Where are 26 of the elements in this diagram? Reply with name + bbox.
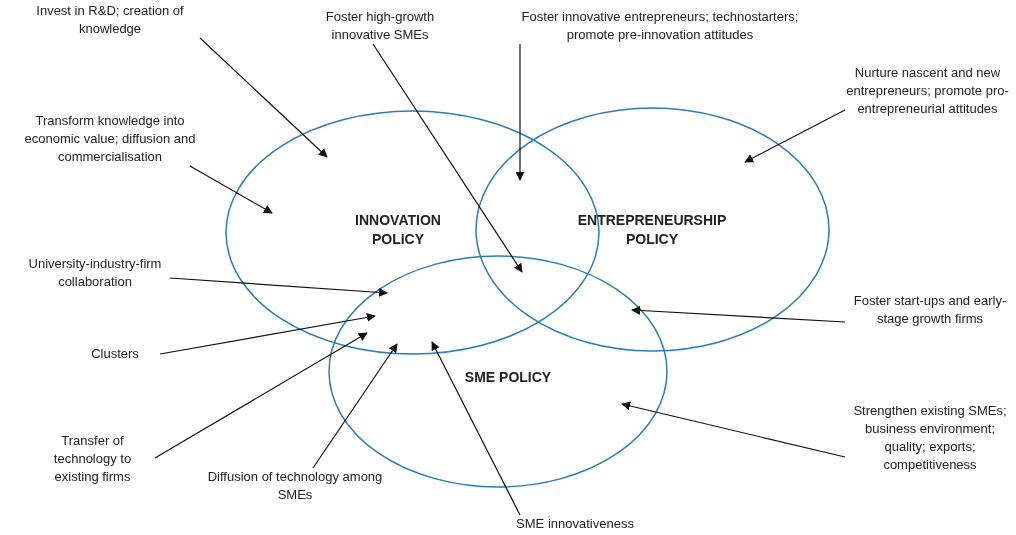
leader-arrow xyxy=(621,401,846,458)
leader-arrow xyxy=(312,343,398,469)
callout-text: Foster high-growth innovative SMEs xyxy=(305,8,455,44)
leader-arrow xyxy=(372,43,523,273)
leader-arrow xyxy=(199,37,328,158)
callout-text: Foster start-ups and early-stage growth firms xyxy=(845,292,1015,328)
callout-text: University-industry-firm collaboration xyxy=(20,255,170,291)
callout-text: Transform knowledge into economic value; diffusion and commercialisation xyxy=(20,112,200,166)
policy-label: INNOVATION POLICY xyxy=(354,211,442,249)
callout-text: Strengthen existing SMEs; business environment; quality; exports; competitiveness xyxy=(845,402,1015,474)
leader-arrow xyxy=(515,43,525,181)
leader-arrow xyxy=(631,305,846,323)
callout-text: Clusters xyxy=(70,345,160,363)
callout-text: Invest in R&D; creation of knowledge xyxy=(10,2,210,38)
callout-text: Transfer of technology to existing firms xyxy=(30,432,155,486)
policy-label: SME POLICY xyxy=(463,367,553,387)
leader-arrow xyxy=(159,313,376,355)
callout-text: Foster innovative entrepreneurs; technostarters; promote pre-innovation attitudes xyxy=(515,8,805,44)
callout-text: Nurture nascent and new entrepreneurs; promote pro-entrepreneurial attitudes xyxy=(845,64,1010,118)
leader-arrow xyxy=(169,277,388,297)
leader-arrow xyxy=(744,109,846,163)
leader-arrow xyxy=(154,332,368,459)
callout-text: Diffusion of technology among SMEs xyxy=(195,468,395,504)
leader-arrow xyxy=(431,341,521,516)
leader-arrow xyxy=(189,165,273,214)
callout-text: SME innovativeness xyxy=(480,515,670,533)
